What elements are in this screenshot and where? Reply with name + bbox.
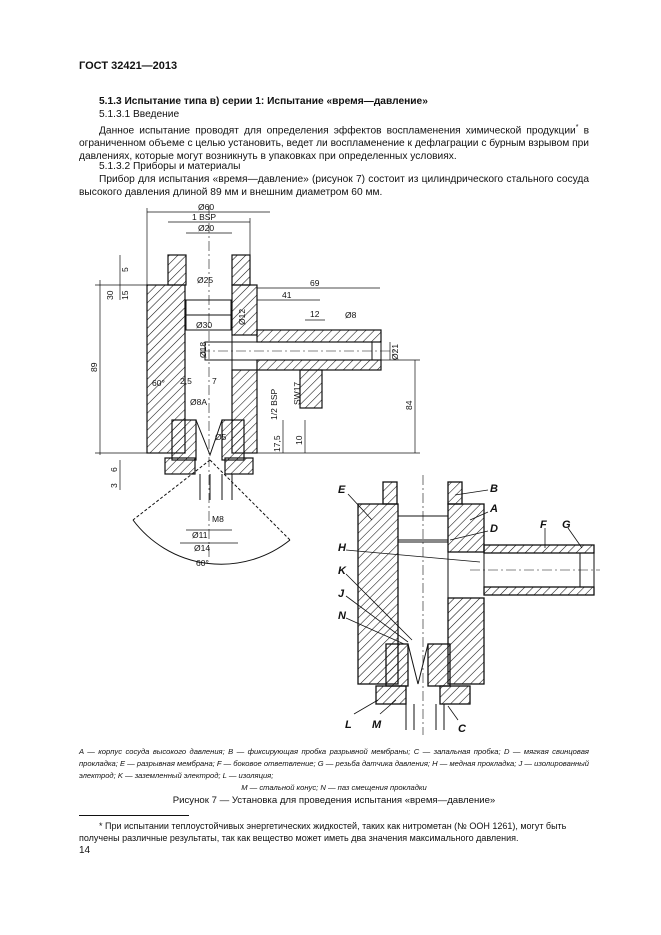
page-number: 14 bbox=[79, 845, 91, 856]
section-heading: 5.1.3 Испытание типа в) серии 1: Испытан… bbox=[99, 96, 428, 107]
dim-d18: Ø18 bbox=[198, 342, 208, 358]
label-m: M bbox=[372, 719, 382, 731]
paragraph-introduction-text-a: Данное испытание проводят для определени… bbox=[99, 125, 576, 137]
label-l: L bbox=[345, 719, 352, 731]
dim-d30: Ø30 bbox=[196, 320, 212, 330]
label-e: E bbox=[338, 484, 346, 496]
dim-d21: Ø21 bbox=[390, 344, 400, 360]
dim-3: 3 bbox=[109, 483, 119, 488]
dim-69: 69 bbox=[310, 278, 320, 288]
dim-d8a: Ø8A bbox=[190, 397, 207, 407]
figure-caption: Рисунок 7 — Установка для проведения исп… bbox=[172, 795, 496, 806]
dim-half-bsp: 1/2 BSP bbox=[269, 388, 279, 420]
technical-drawing-dimensioned: Ø60 1 BSP Ø20 Ø25 Ø30 Ø12 Ø18 Ø8 Ø21 Ø11… bbox=[89, 202, 420, 568]
dim-10: 10 bbox=[294, 435, 304, 445]
dim-84: 84 bbox=[404, 400, 414, 410]
dim-d60: Ø60 bbox=[198, 202, 214, 212]
dim-d25: Ø25 bbox=[197, 275, 213, 285]
dim-d8: Ø8 bbox=[345, 310, 357, 320]
paragraph-introduction-text-b: в ограниченном объеме с целью установить… bbox=[79, 125, 589, 163]
footnote-separator bbox=[79, 815, 189, 816]
dim-6: 6 bbox=[109, 467, 119, 472]
dim-60deg-bottom: 60° bbox=[196, 558, 209, 568]
dim-sw17: SW17 bbox=[292, 382, 302, 405]
dim-30: 30 bbox=[105, 290, 115, 300]
label-a: A bbox=[489, 503, 498, 515]
dim-1bsp: 1 BSP bbox=[192, 212, 216, 222]
legend-line-2: M — стальной конус; N — паз смещения про… bbox=[241, 783, 427, 792]
dim-60deg-top: 60° bbox=[152, 378, 165, 388]
dim-m8: M8 bbox=[212, 514, 224, 524]
dim-17-5: 17,5 bbox=[272, 435, 282, 452]
label-n: N bbox=[338, 610, 347, 622]
dim-d12: Ø12 bbox=[237, 309, 247, 325]
label-c: C bbox=[458, 723, 467, 735]
label-j: J bbox=[338, 588, 345, 600]
dim-7: 7 bbox=[212, 376, 217, 386]
footnote: * При испытании теплоустойчивых энергети… bbox=[79, 821, 567, 843]
dim-d14: Ø14 bbox=[194, 543, 210, 553]
label-b: B bbox=[490, 483, 498, 495]
dim-5: 5 bbox=[120, 267, 130, 272]
dim-d5: Ø5 bbox=[215, 432, 227, 442]
dim-89: 89 bbox=[89, 362, 99, 372]
figure-legend: A — корпус сосуда высокого давления; B —… bbox=[79, 746, 589, 794]
label-h: H bbox=[338, 542, 347, 554]
legend-line-1: A — корпус сосуда высокого давления; B —… bbox=[79, 747, 589, 780]
paragraph-introduction: Данное испытание проводят для определени… bbox=[79, 121, 589, 163]
technical-drawing-assembly: E B A D F G H K J N L M C bbox=[338, 475, 600, 735]
subsection-apparatus: 5.1.3.2 Приборы и материалы bbox=[99, 161, 241, 172]
paragraph-apparatus: Прибор для испытания «время—давление» (р… bbox=[79, 174, 589, 198]
subsection-introduction: 5.1.3.1 Введение bbox=[99, 109, 180, 120]
label-f: F bbox=[540, 519, 547, 531]
dim-15: 15 bbox=[120, 290, 130, 300]
footnote-marker: * bbox=[575, 124, 579, 131]
dim-d20: Ø20 bbox=[198, 223, 214, 233]
dim-2-5: 2,5 bbox=[180, 376, 192, 386]
label-k: K bbox=[338, 565, 347, 577]
label-g: G bbox=[562, 519, 571, 531]
label-d: D bbox=[490, 523, 498, 535]
dim-12: 12 bbox=[310, 309, 320, 319]
dim-d11: Ø11 bbox=[192, 530, 208, 540]
document-header: ГОСТ 32421—2013 bbox=[79, 60, 178, 72]
dim-41: 41 bbox=[282, 290, 292, 300]
